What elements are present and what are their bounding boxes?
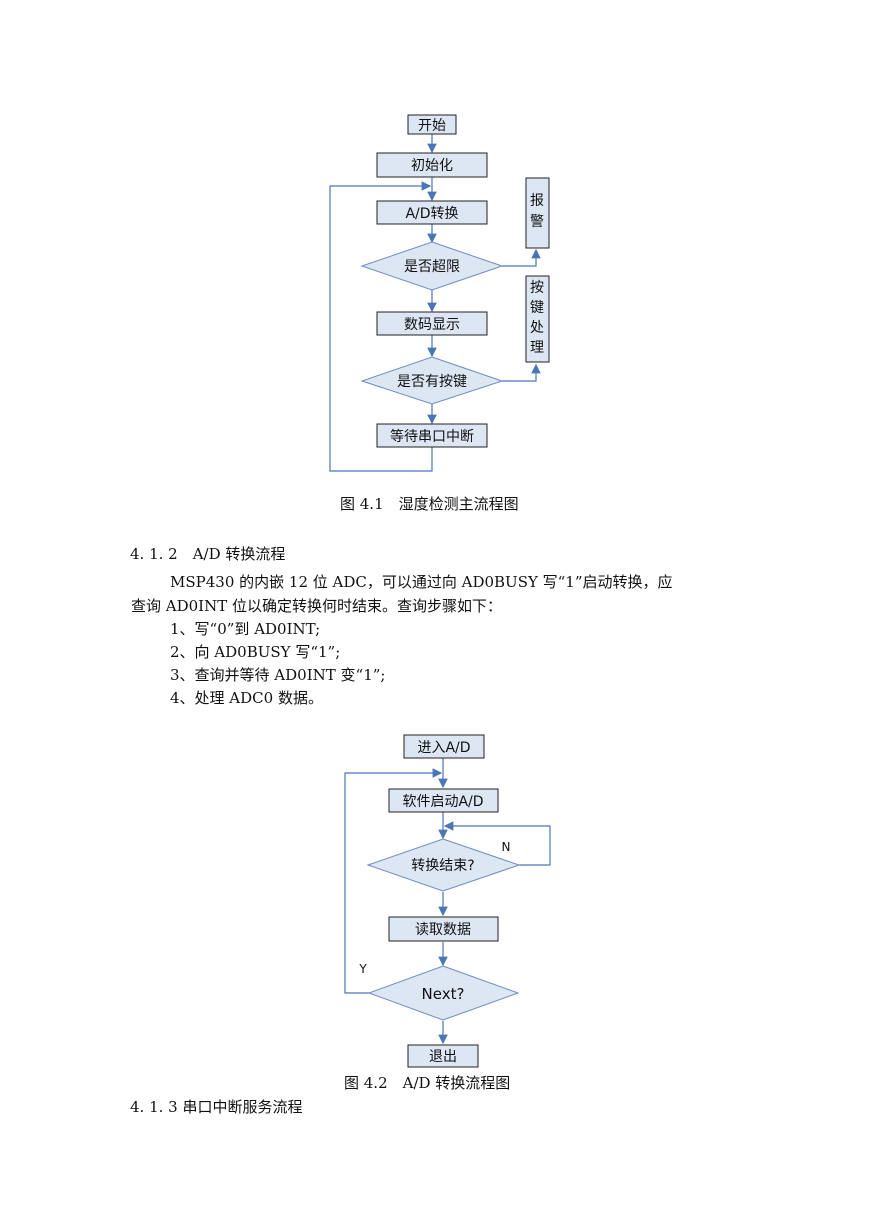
ad-convert-label: A/D转换 [405,205,458,222]
key-process-box [525,275,550,363]
exit-box [407,1044,479,1068]
figure-4-2-caption: 图 4.2 A/D 转换流程图 [344,1074,511,1092]
paragraph-line-1: MSP430 的内嵌 12 位 ADC，可以通过向 AD0BUSY 写“1”启动… [170,573,673,591]
soft-start-box [388,788,499,813]
alarm-box [525,177,550,249]
key-decision [360,356,504,405]
figure-4-1-caption: 图 4.1 湿度检测主流程图 [340,495,519,513]
wait-box [376,423,488,448]
main-flowchart: 开始 初始化 A/D转换 是否超限 数码显示 是否有按键 等待串口中断 报 警 … [329,114,550,472]
done-label: 转换结束? [411,857,474,874]
enter-ad-box [403,734,485,759]
ad-convert-box [376,200,488,225]
section-heading-4-1-3: 4. 1. 3 串口中断服务流程 [130,1098,303,1116]
next-label: Next? [422,985,465,1003]
display-label: 数码显示 [404,317,460,333]
paragraph-line-2: 查询 AD0INT 位以确定转换何时结束。查询步骤如下： [131,597,502,615]
n-label: N [502,840,511,854]
enter-ad-label: 进入A/D [417,740,470,756]
init-box [376,152,488,178]
alarm-char-1: 报 [530,193,544,209]
step-4: 4、处理 ADC0 数据。 [170,689,323,707]
read-data-box [388,916,499,942]
keyproc-char-3: 处 [530,320,544,336]
display-box [376,311,488,336]
section-heading-4-1-2: 4. 1. 2 A/D 转换流程 [130,545,286,563]
start-label: 开始 [418,118,446,134]
next-decision [367,965,520,1021]
init-label: 初始化 [411,157,453,174]
limit-label: 是否超限 [404,259,460,275]
key-label: 是否有按键 [397,374,467,390]
wait-label: 等待串口中断 [390,428,474,445]
step-1: 1、写“0”到 AD0INT; [170,620,321,638]
step-3: 3、查询并等待 AD0INT 变“1”; [170,666,386,684]
keyproc-char-1: 按 [530,280,544,296]
alarm-char-2: 警 [530,214,544,230]
ad-flowchart: 进入A/D 软件启动A/D 转换结束? N 读取数据 Y Next? 退出 [344,734,551,1068]
done-decision [366,838,521,892]
keyproc-char-2: 键 [530,300,544,316]
soft-start-label: 软件启动A/D [402,794,483,810]
y-label: Y [358,962,367,976]
keyproc-char-4: 理 [530,340,544,356]
start-box [407,114,457,135]
read-data-label: 读取数据 [415,921,471,938]
exit-label: 退出 [429,1049,457,1065]
step-2: 2、向 AD0BUSY 写“1”; [170,643,341,661]
limit-decision [360,241,504,291]
